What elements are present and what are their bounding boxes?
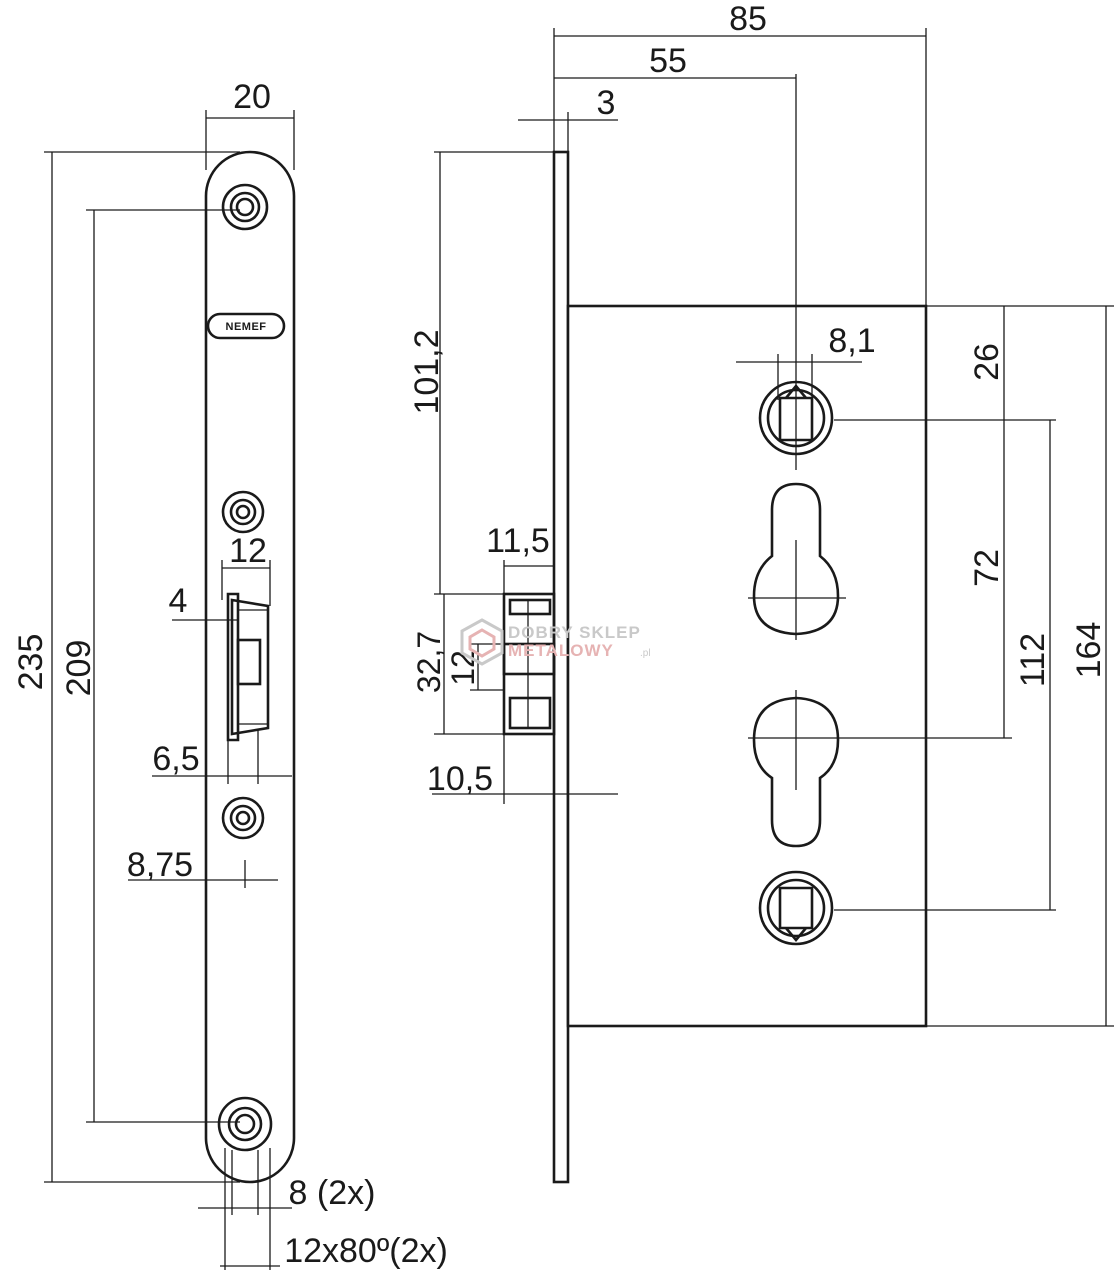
dim-latch-height: 32,7	[411, 631, 447, 693]
latch-bolt	[502, 592, 556, 736]
faceplate-outline	[204, 150, 296, 1184]
dim-latch-edge: 4	[169, 582, 188, 620]
dim-body-depth: 85	[729, 0, 767, 38]
dim-latch-depth: 10,5	[427, 760, 493, 798]
dim-latch-width: 12	[229, 532, 267, 570]
dim-spindle-to-top: 26	[968, 343, 1006, 381]
latch-opening	[226, 592, 270, 742]
middle-screw-hole-upper	[221, 490, 265, 534]
dim-latch-inner: 12	[445, 650, 481, 686]
dim-latch-offset: 6,5	[152, 740, 199, 778]
dim-spindle-to-bottom: 112	[1014, 633, 1052, 687]
front-plate	[552, 150, 570, 1184]
dim-hole-diameter: 8 (2x)	[289, 1174, 376, 1212]
dim-countersink: 12x80º(2x)	[284, 1232, 448, 1270]
dim-hole-offset: 8,75	[127, 846, 193, 884]
dim-body-height: 164	[1070, 622, 1108, 679]
bottom-screw-hole	[217, 1096, 273, 1152]
side-view: 85 55 3 101,2 8,1 26 72 112 1	[408, 0, 1114, 1184]
lock-body	[566, 304, 928, 1028]
brand-label: NEMEF	[226, 321, 267, 333]
watermark-logo-icon	[460, 618, 504, 666]
watermark-line1: DOBRY SKLEP	[508, 623, 641, 642]
watermark-suffix: .pl	[640, 648, 651, 659]
middle-screw-hole-lower	[221, 796, 265, 840]
brand-badge: NEMEF	[206, 312, 286, 340]
dim-hole-spacing: 209	[60, 640, 98, 697]
dim-spindle-diameter: 8,1	[828, 322, 875, 360]
bottom-spindle-hole	[758, 870, 834, 946]
dim-top-to-latch: 101,2	[408, 329, 446, 414]
top-screw-hole	[221, 183, 269, 231]
dim-latch-projection: 11,5	[486, 522, 550, 560]
dim-plate-width: 20	[233, 78, 271, 116]
faceplate-view: NEMEF	[12, 78, 448, 1270]
watermark-line2: METALOWY	[508, 641, 614, 660]
dim-spindle-to-cylinder: 72	[968, 549, 1006, 587]
watermark: DOBRY SKLEP METALOWY .pl	[460, 618, 651, 666]
cylinder-keyhole-upper	[752, 482, 840, 636]
dim-overall-height: 235	[12, 634, 50, 691]
dim-plate-thickness: 3	[597, 84, 616, 122]
dim-backset: 55	[649, 42, 687, 80]
